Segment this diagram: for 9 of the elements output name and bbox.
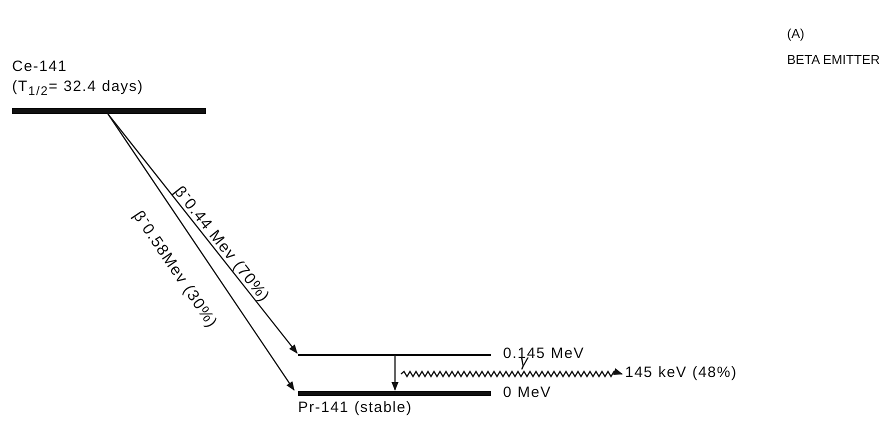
arrow [391, 356, 399, 391]
gamma-energy-label: 145 keV (48%) [625, 364, 738, 382]
nuclide-label: Ce-141 [12, 58, 68, 76]
diagram-heading: BETA EMITTER [787, 52, 880, 67]
wavy-arrow [400, 368, 623, 378]
nuclide-label: Pr-141 (stable) [298, 399, 412, 417]
half-life-label: (T$_{1/2}$= 32.4 days) [12, 78, 144, 100]
energy-level-label: 0 MeV [503, 384, 552, 402]
panel-letter: (A) [787, 26, 804, 41]
